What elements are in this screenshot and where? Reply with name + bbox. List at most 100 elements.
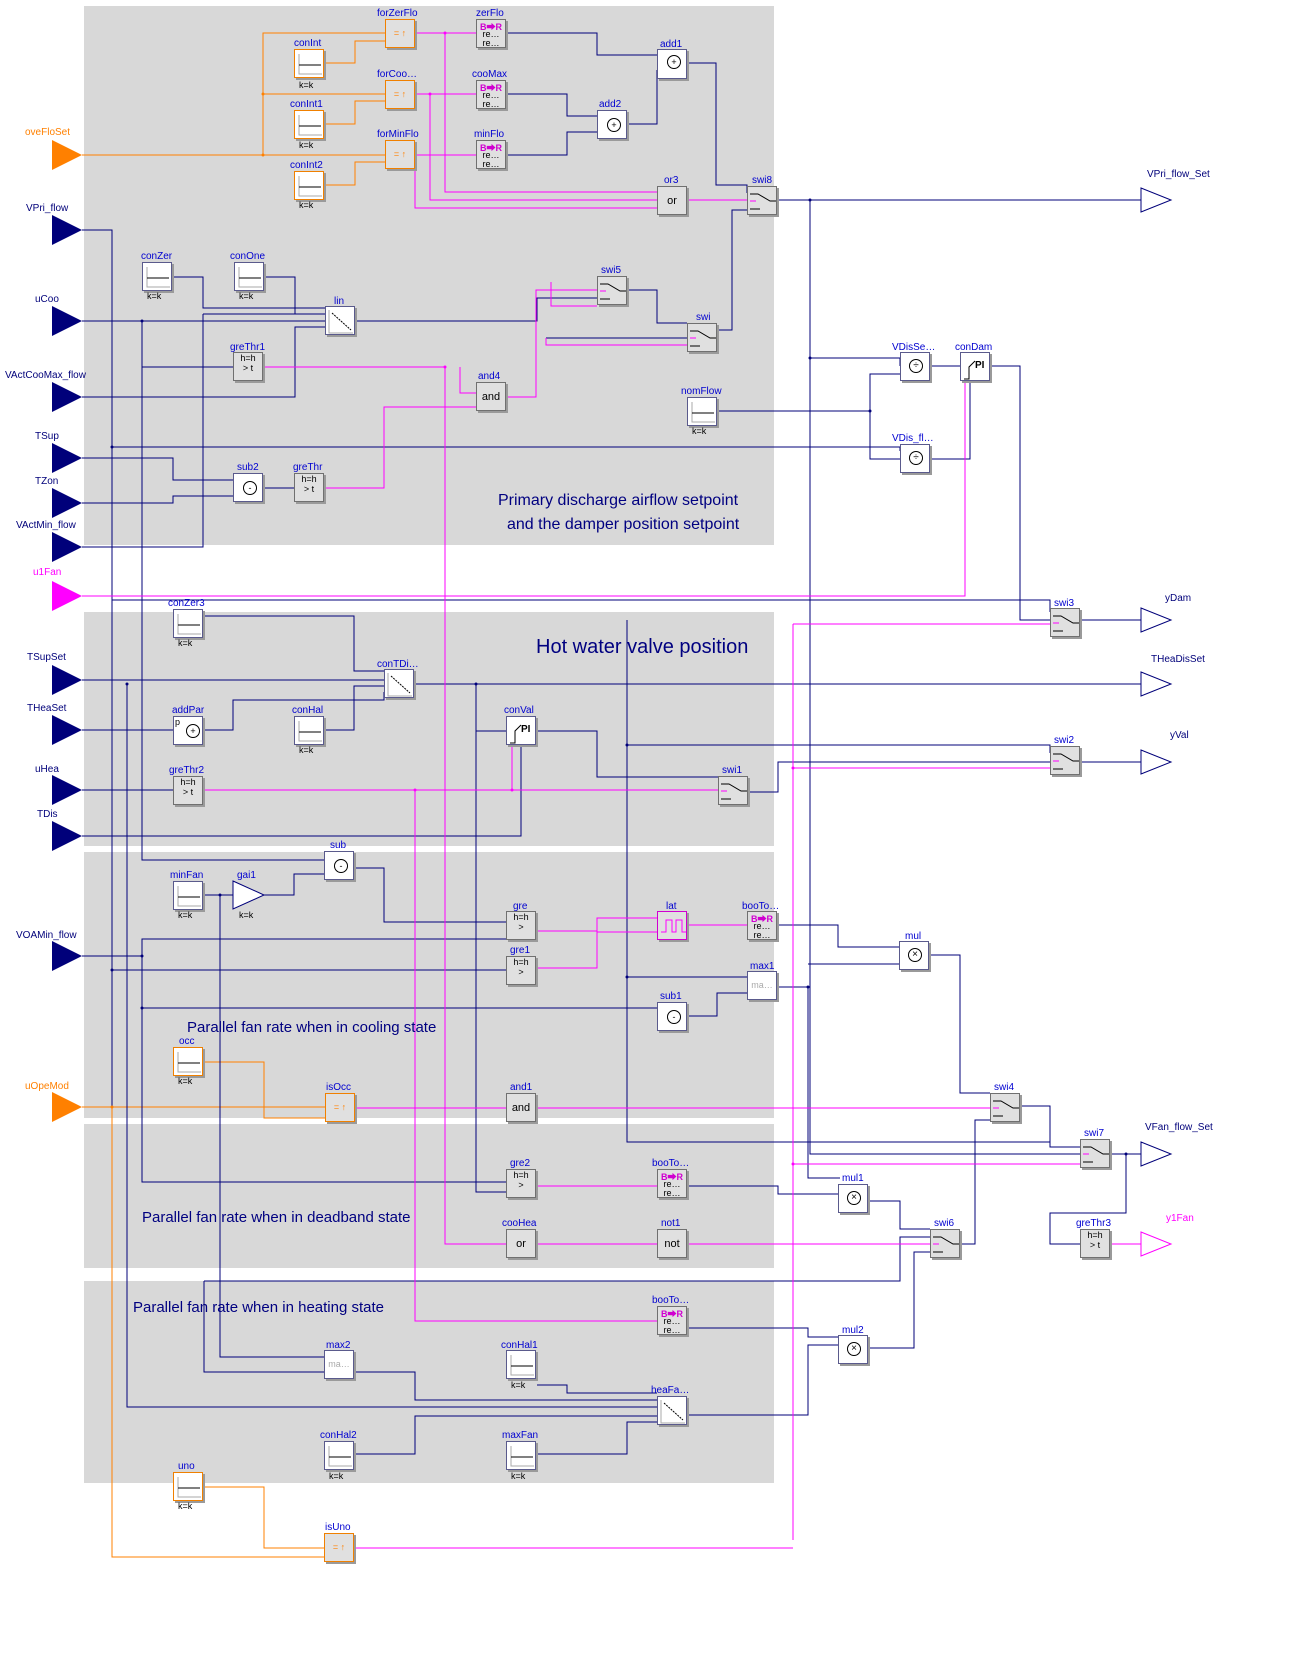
addPar-block[interactable]: p + (173, 716, 203, 745)
gai1-label: gai1 (237, 870, 256, 881)
sub-block[interactable]: - (324, 851, 354, 880)
add1-block[interactable]: + (657, 49, 687, 79)
conInt-block[interactable] (294, 49, 324, 78)
booTo2-block[interactable]: B⮕R re… re… (657, 1169, 687, 1198)
zerFlo-head: B⮕R (480, 22, 502, 32)
swi-block[interactable] (687, 323, 717, 352)
cooHea-icon: or (516, 1238, 526, 1250)
add2-block[interactable]: + (597, 110, 627, 139)
isOcc-block[interactable]: = ↑ (325, 1093, 355, 1122)
constant-icon (298, 54, 322, 75)
VDis_fl-label: VDis_fl… (892, 433, 934, 444)
greThr2-label: greThr2 (169, 765, 205, 776)
gre2-h: h=h (513, 1170, 529, 1180)
gre2-block[interactable]: h=h > (506, 1169, 536, 1198)
greThr1-label: greThr1 (230, 342, 266, 353)
mul1-block[interactable]: × (838, 1184, 868, 1213)
booTo1-block[interactable]: B⮕R re… re… (747, 911, 777, 940)
swi8-block[interactable] (747, 186, 777, 215)
max2-block[interactable]: ma… (324, 1350, 354, 1379)
boolean-wires (82, 32, 1141, 1549)
conZer-block[interactable] (142, 262, 172, 291)
port-triangles (52, 140, 1173, 1257)
gre1-block[interactable]: h=h > (506, 956, 536, 985)
gre1-h: h=h (513, 957, 529, 967)
conDam-block[interactable]: PI (960, 352, 990, 381)
minFan-block[interactable] (173, 881, 203, 910)
sub1-block[interactable]: - (657, 1002, 687, 1031)
greThr-block[interactable]: h=h > t (294, 473, 324, 502)
gre-block[interactable]: h=h > (506, 911, 536, 940)
pi-icon (510, 724, 522, 744)
VDis_fl-block[interactable]: ÷ (900, 444, 930, 473)
booTo3-block[interactable]: B⮕R re… re… (657, 1306, 687, 1335)
not1-block[interactable]: not (657, 1229, 687, 1258)
and1-block[interactable]: and (506, 1093, 536, 1122)
sub2-block[interactable]: - (233, 473, 263, 502)
minFlo-body1: re… (482, 150, 500, 160)
conOne-param: k=k (239, 291, 254, 301)
nomFlow-block[interactable] (687, 397, 717, 426)
conInt1-block[interactable] (294, 110, 324, 139)
forZerFlo-block[interactable]: = ↑ (385, 19, 415, 48)
constant-icon (510, 1446, 534, 1467)
constant-icon (177, 1052, 201, 1073)
swi7-block[interactable] (1080, 1139, 1110, 1168)
greThr1-op: > t (242, 363, 254, 373)
swi5-block[interactable] (597, 276, 627, 305)
mul2-block[interactable]: × (838, 1335, 868, 1364)
input-u1Fan-label: u1Fan (33, 567, 62, 578)
or3-block[interactable]: or (657, 186, 687, 215)
conInt2-param: k=k (299, 200, 314, 210)
conZer3-block[interactable] (173, 609, 203, 638)
zerFlo-block[interactable]: B⮕R re… re… (476, 19, 506, 48)
conInt2-block[interactable] (294, 171, 324, 200)
swi4-block[interactable] (990, 1093, 1020, 1122)
conVal-label: conVal (504, 705, 534, 716)
greThr-op: > t (303, 484, 315, 494)
forMinFlo-block[interactable]: = ↑ (385, 140, 415, 169)
VDisSe-block[interactable]: ÷ (900, 352, 930, 381)
greThr3-block[interactable]: h=h > t (1080, 1229, 1110, 1258)
conHal1-block[interactable] (506, 1350, 536, 1379)
conOne-block[interactable] (234, 262, 264, 291)
mul-block[interactable]: × (899, 941, 929, 970)
nomFlow-label: nomFlow (681, 386, 722, 397)
lat-block[interactable] (657, 911, 687, 940)
occ-block[interactable] (173, 1047, 203, 1076)
conHal-block[interactable] (294, 716, 324, 745)
swi1-block[interactable] (718, 776, 748, 805)
conTDi-block[interactable] (384, 669, 414, 698)
and4-block[interactable]: and (476, 382, 506, 411)
swi3-block[interactable] (1050, 608, 1080, 637)
maxFan-block[interactable] (506, 1441, 536, 1470)
max1-block[interactable]: ma… (747, 971, 777, 1000)
add2-icon: + (607, 118, 621, 132)
greThr2-block[interactable]: h=h > t (173, 776, 203, 805)
swi2-block[interactable] (1050, 746, 1080, 775)
conHal2-block[interactable] (324, 1441, 354, 1470)
lin-block[interactable] (325, 306, 355, 335)
greThr2-op: > t (182, 787, 194, 797)
occ-label: occ (179, 1036, 195, 1047)
cooMax-block[interactable]: B⮕R re… re… (476, 80, 506, 109)
title-hot-water: Hot water valve position (536, 636, 749, 658)
swi6-block[interactable] (930, 1229, 960, 1258)
forCoo-block[interactable]: = ↑ (385, 80, 415, 109)
conVal-block[interactable]: PI (506, 716, 536, 745)
constant-icon (146, 267, 170, 288)
greThr1-block[interactable]: h=h > t (233, 352, 263, 381)
minFlo-block[interactable]: B⮕R re… re… (476, 140, 506, 169)
isUno-block[interactable]: = ↑ (324, 1533, 354, 1562)
uno-block[interactable] (173, 1472, 203, 1501)
cooMax-label: cooMax (472, 69, 508, 80)
swi4-label: swi4 (994, 1082, 1015, 1093)
greThr3-label: greThr3 (1076, 1218, 1112, 1229)
cooHea-block[interactable]: or (506, 1229, 536, 1258)
constant-icon (298, 176, 322, 197)
booTo3-body1: re… (663, 1316, 681, 1326)
conZer3-param: k=k (178, 638, 193, 648)
addPar-label: addPar (172, 705, 205, 716)
heaFa-block[interactable] (657, 1396, 687, 1425)
add1-label: add1 (660, 39, 683, 50)
